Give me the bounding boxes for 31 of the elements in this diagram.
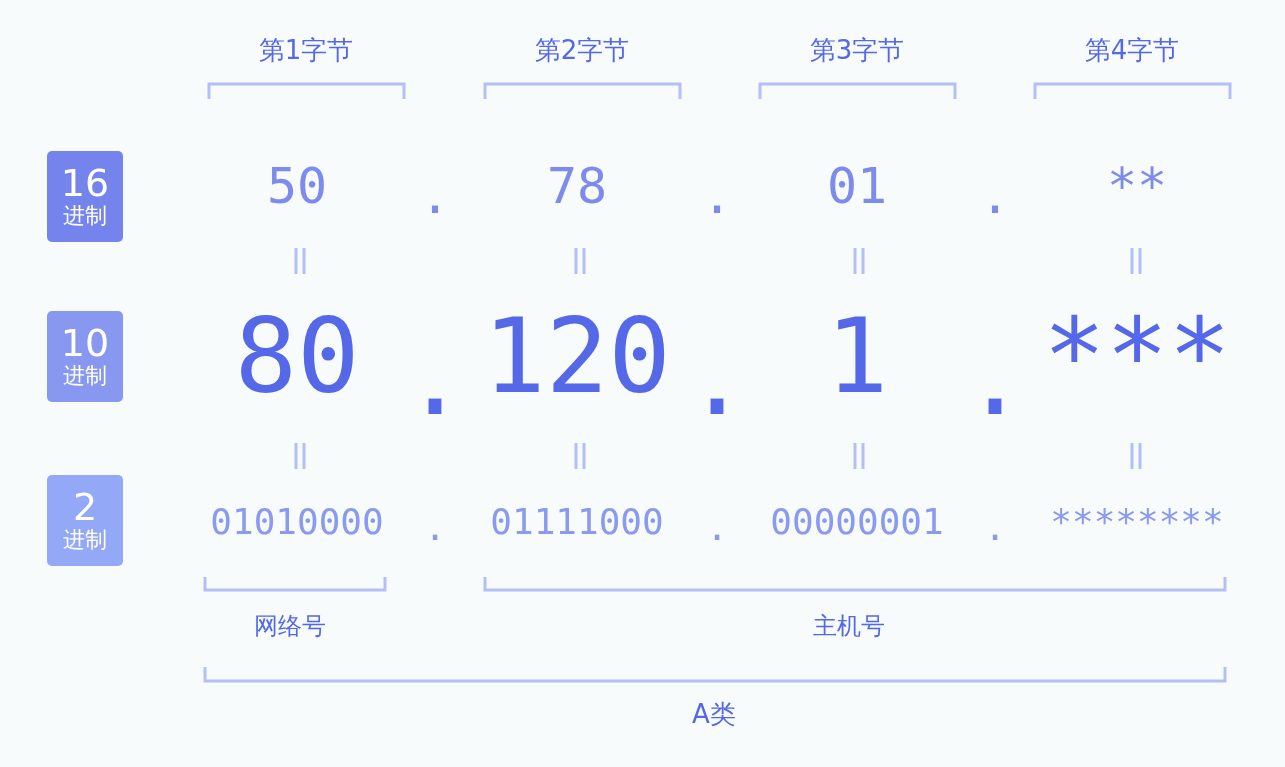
dot-separator: . xyxy=(685,326,749,430)
byte-heading: 第2字节 xyxy=(534,37,630,63)
part-label: 网络号 xyxy=(254,614,326,638)
row-badge: 2 进制 xyxy=(47,475,123,566)
decimal-value: 1 xyxy=(825,304,889,408)
dot-separator: . xyxy=(424,510,446,546)
part-label: 主机号 xyxy=(813,614,885,638)
decimal-value: *** xyxy=(1043,304,1231,408)
row-badge: 10 进制 xyxy=(47,311,123,402)
dot-separator: . xyxy=(984,510,1006,546)
hex-value: ** xyxy=(1106,161,1168,211)
dot-separator: . xyxy=(419,171,451,221)
binary-value: 01010000 xyxy=(210,504,384,540)
hex-value: 78 xyxy=(546,161,608,211)
byte-heading: 第3字节 xyxy=(809,37,905,63)
decimal-value: 120 xyxy=(483,304,671,408)
dot-separator: . xyxy=(701,171,733,221)
binary-value: 00000001 xyxy=(770,504,944,540)
binary-value: 01111000 xyxy=(490,504,664,540)
byte-heading: 第4字节 xyxy=(1084,37,1180,63)
dot-separator: . xyxy=(979,171,1011,221)
decimal-value: 80 xyxy=(234,304,360,408)
hex-value: 50 xyxy=(266,161,328,211)
class-label: A类 xyxy=(692,701,736,727)
dot-separator: . xyxy=(963,326,1027,430)
byte-heading: 第1字节 xyxy=(258,37,354,63)
hex-value: 01 xyxy=(826,161,888,211)
dot-separator: . xyxy=(403,326,467,430)
dot-separator: . xyxy=(706,510,728,546)
binary-value: ******** xyxy=(1050,504,1224,540)
row-badge: 16 进制 xyxy=(47,151,123,242)
